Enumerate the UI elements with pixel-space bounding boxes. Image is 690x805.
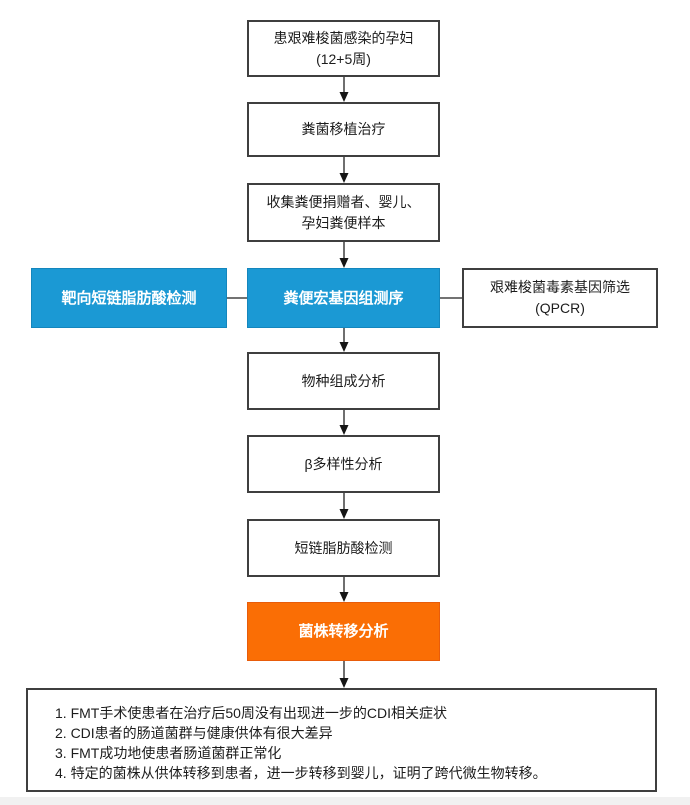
node-toxin-qpcr: 艰难梭菌毒素基因筛选 (QPCR)	[462, 268, 658, 328]
down-arrow-connector-4	[339, 328, 349, 352]
results-line-2: 2. CDI患者的肠道菌群与健康供体有很大差异	[55, 725, 333, 741]
results-line-3: 3. FMT成功地使患者肠道菌群正常化	[55, 745, 282, 761]
node-species-composition-label: 物种组成分析	[301, 372, 386, 389]
node-collect-samples-line2: 孕妇粪便样本	[301, 214, 386, 231]
node-collect-samples: 收集粪便捐赠者、婴儿、 孕妇粪便样本	[247, 183, 440, 242]
down-arrow-connector-6	[339, 493, 349, 519]
node-beta-diversity: β多样性分析	[247, 435, 440, 493]
down-arrow-connector-5	[339, 410, 349, 435]
node-pregnant-cdi-line2: (12+5周)	[316, 50, 371, 67]
node-toxin-qpcr-line2: (QPCR)	[535, 300, 585, 316]
down-arrow-connector-3	[339, 242, 349, 268]
node-fmt-treatment-label: 粪菌移植治疗	[301, 121, 386, 137]
node-metagenome-seq-label: 粪便宏基因组测序	[283, 289, 404, 307]
node-fmt-treatment: 粪菌移植治疗	[247, 102, 440, 157]
node-targeted-scfa-label: 靶向短链脂肪酸检测	[61, 289, 197, 307]
node-targeted-scfa: 靶向短链脂肪酸检测	[31, 268, 227, 328]
node-pregnant-cdi: 患艰难梭菌感染的孕妇 (12+5周)	[247, 20, 440, 77]
down-arrow-connector-7	[339, 577, 349, 602]
node-metagenome-seq: 粪便宏基因组测序	[247, 268, 440, 328]
down-arrow-connector-1	[339, 77, 349, 102]
node-pregnant-cdi-line1: 患艰难梭菌感染的孕妇	[273, 29, 414, 46]
node-toxin-qpcr-line1: 艰难梭菌毒素基因筛选	[490, 279, 630, 295]
node-collect-samples-line1: 收集粪便捐赠者、婴儿、	[266, 193, 421, 210]
node-strain-transfer-label: 菌株转移分析	[298, 623, 389, 640]
down-arrow-connector-2	[339, 157, 349, 183]
results-line-1: 1. FMT手术使患者在治疗后50周没有出现进一步的CDI相关症状	[55, 705, 448, 721]
down-arrow-connector-8	[339, 661, 349, 688]
node-scfa-detection-label: 短链脂肪酸检测	[294, 539, 393, 556]
node-beta-diversity-label: β多样性分析	[304, 455, 383, 472]
results-line-4: 4. 特定的菌株从供体转移到患者，进一步转移到婴儿，证明了跨代微生物转移。	[55, 765, 547, 781]
node-results-summary: 1. FMT手术使患者在治疗后50周没有出现进一步的CDI相关症状 2. CDI…	[26, 688, 657, 792]
node-scfa-detection: 短链脂肪酸检测	[247, 519, 440, 577]
node-strain-transfer: 菌株转移分析	[247, 602, 440, 661]
node-species-composition: 物种组成分析	[247, 352, 440, 410]
page-edge-strip	[0, 797, 690, 805]
